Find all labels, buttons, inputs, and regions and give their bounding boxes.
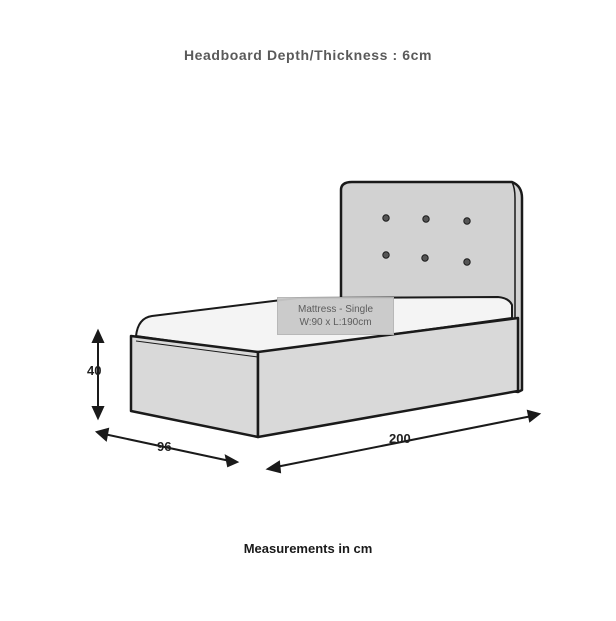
- mattress-label: Mattress - Single W:90 x L:190cm: [277, 297, 394, 335]
- tufted-button-icon: [421, 254, 429, 262]
- tufted-button-icon: [463, 217, 471, 225]
- arrow-head-icon: [91, 406, 105, 421]
- mattress-label-line2: W:90 x L:190cm: [299, 317, 372, 328]
- width-arrow: [94, 427, 240, 468]
- arrow-head-icon: [265, 460, 282, 474]
- headboard-depth-title: Headboard Depth/Thickness : 6cm: [183, 47, 433, 63]
- base-top-edge: [135, 340, 259, 358]
- tufted-buttons: [382, 214, 471, 266]
- tufted-button-icon: [422, 215, 430, 223]
- bed-base-side: [256, 316, 520, 439]
- width-dimension: 96: [157, 439, 172, 454]
- arrow-head-icon: [91, 328, 105, 343]
- arrow-head-icon: [224, 454, 240, 468]
- tufted-button-icon: [463, 258, 471, 266]
- headboard-edge: [511, 181, 516, 388]
- height-arrow: [91, 328, 105, 421]
- mattress-label-line1: Mattress - Single: [297, 304, 374, 315]
- tufted-button-icon: [382, 251, 390, 259]
- arrow-head-icon: [526, 409, 542, 423]
- arrow-head-icon: [94, 427, 110, 442]
- height-dimension: 40: [87, 363, 102, 378]
- tufted-button-icon: [382, 214, 390, 222]
- measurements-note: Measurements in cm: [243, 541, 373, 556]
- length-arrow: [265, 409, 542, 474]
- length-dimension: 200: [389, 431, 411, 446]
- bed-base-front: [129, 334, 260, 439]
